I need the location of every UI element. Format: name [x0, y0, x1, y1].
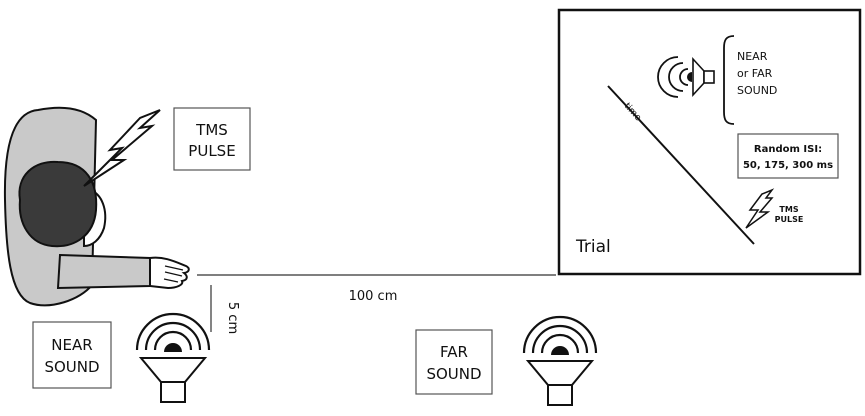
tms-pulse-label-line1: TMS [195, 121, 228, 139]
trial-sound-label-line3: SOUND [737, 84, 777, 97]
trial-sound-label-line2: or FAR [737, 67, 773, 80]
far-sound-label: FAR SOUND [416, 330, 492, 394]
distance-label-5cm: 5 cm [225, 302, 240, 334]
far-sound-label-line2: SOUND [426, 365, 481, 383]
trial-panel: Trial time NEAR or FAR SOUND Random ISI:… [559, 10, 860, 274]
isi-label-line2: 50, 175, 300 ms [743, 160, 833, 171]
near-sound-label-line1: NEAR [51, 336, 92, 354]
distance-label-100cm: 100 cm [349, 289, 398, 304]
trial-sound-label-line1: NEAR [737, 50, 768, 63]
isi-label-line1: Random ISI: [754, 144, 822, 155]
isi-box [738, 134, 838, 178]
participant-figure [5, 108, 189, 306]
near-sound-label-line2: SOUND [44, 358, 99, 376]
trial-panel-title: Trial [575, 237, 611, 257]
trial-pulse-label-line1: TMS [779, 205, 798, 214]
trial-pulse-label-line2: PULSE [775, 215, 804, 224]
tms-pulse-label: TMS PULSE [174, 108, 250, 170]
tms-pulse-label-line2: PULSE [188, 142, 235, 160]
near-speaker-icon [137, 314, 209, 402]
far-sound-label-line1: FAR [440, 343, 468, 361]
near-sound-label: NEAR SOUND [33, 322, 111, 388]
participant-head [19, 162, 96, 246]
participant-arm [58, 255, 150, 288]
far-speaker-icon [524, 317, 596, 405]
